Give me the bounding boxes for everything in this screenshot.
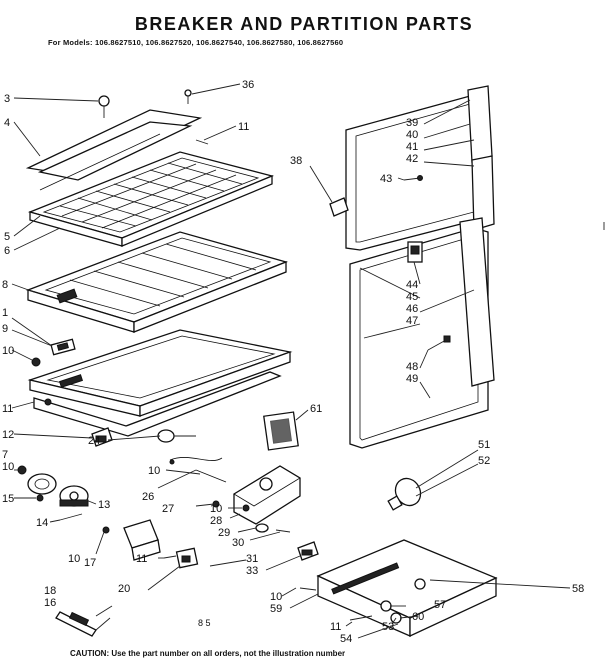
callout-51: 51	[478, 439, 490, 451]
gasket-clip-part	[329, 197, 349, 217]
control-knob-part	[157, 429, 223, 465]
callout-29: 29	[218, 527, 230, 539]
screw-part	[98, 95, 110, 118]
callout-59: 59	[270, 603, 282, 615]
page-mark: 8 5	[198, 618, 211, 628]
callout-49: 49	[406, 373, 418, 385]
callout-47: 47	[406, 315, 418, 327]
callout-44: 44	[406, 279, 418, 291]
clamp-part	[17, 465, 57, 502]
callout-45: 45	[406, 291, 418, 303]
callout-10: 10	[270, 591, 282, 603]
callout-36: 36	[242, 79, 254, 91]
callout-33: 33	[246, 565, 258, 577]
callout-31: 31	[246, 553, 258, 565]
callout-14: 14	[36, 517, 48, 529]
callout-46: 46	[406, 303, 418, 315]
callout-10: 10	[148, 465, 160, 477]
pin-part	[184, 89, 209, 145]
hinge-block-part	[407, 241, 423, 263]
damper-housing-part	[195, 465, 301, 533]
breaker-rail-part	[25, 109, 203, 191]
caution-note: CAUTION: Use the part number on all orde…	[70, 649, 346, 658]
model-list: For Models: 106.8627510, 106.8627520, 10…	[48, 38, 344, 47]
callout-6: 6	[4, 245, 10, 257]
callout-4: 4	[4, 117, 10, 129]
callout-39: 39	[406, 117, 418, 129]
callout-11: 11	[330, 621, 341, 633]
lower-door-gasket-part	[349, 217, 495, 449]
callout-58: 58	[572, 583, 584, 595]
screw-part	[403, 175, 423, 181]
light-shield-part	[263, 411, 299, 451]
connector-block-part	[297, 541, 319, 561]
callout-24: 24	[88, 435, 100, 447]
callout-40: 40	[406, 129, 418, 141]
callout-60: 60	[412, 611, 424, 623]
thermostat-part	[59, 485, 89, 507]
screw-part	[59, 513, 83, 521]
callout-53: 53	[382, 621, 394, 633]
leader-lines	[11, 83, 571, 639]
callout-43: 43	[380, 173, 392, 185]
callout-10: 10	[68, 553, 80, 565]
callout-12: 12	[2, 429, 14, 441]
callout-18: 18	[44, 585, 56, 597]
callout-27: 27	[162, 503, 174, 515]
light-bulb-part	[387, 477, 422, 511]
callout-9: 9	[2, 323, 8, 335]
callout-26: 26	[142, 491, 154, 503]
upper-door-gasket-part	[345, 85, 495, 251]
screw-part	[299, 587, 317, 591]
wire-harness-part	[55, 611, 111, 637]
callout-20: 20	[118, 583, 130, 595]
callout-61: 61	[310, 403, 322, 415]
control-panel-part	[316, 539, 498, 638]
callout-52: 52	[478, 455, 490, 467]
callout-11: 11	[2, 403, 13, 415]
callout-28: 28	[210, 515, 222, 527]
callout-41: 41	[406, 141, 418, 153]
callout-10: 10	[210, 503, 222, 515]
callout-17: 17	[84, 557, 96, 569]
diagram-title: BREAKER AND PARTITION PARTS	[134, 14, 474, 34]
callout-7: 7	[2, 449, 8, 461]
screw-part	[427, 335, 451, 351]
connector-part	[163, 547, 199, 569]
callout-10: 10	[2, 345, 14, 357]
partition-tray-part	[25, 231, 289, 333]
callout-57: 57	[434, 599, 446, 611]
mounting-bracket-part	[102, 519, 161, 561]
callout-38: 38	[290, 155, 302, 167]
callout-10: 10	[2, 461, 14, 473]
callout-13: 13	[98, 499, 110, 511]
grille-frame-part	[27, 151, 275, 247]
callout-30: 30	[232, 537, 244, 549]
callout-54: 54	[340, 633, 352, 645]
bottom-breaker-frame-part	[27, 329, 293, 437]
callout-1: 1	[2, 307, 8, 319]
latch-part	[50, 338, 76, 356]
callout-labels: 3 36 4 11 5 6 38 39 40 41 42 43 8 1 9 10…	[2, 79, 584, 645]
callout-8: 8	[2, 279, 8, 291]
screw-part	[349, 615, 373, 621]
nut-part	[31, 357, 41, 367]
callout-42: 42	[406, 153, 418, 165]
callout-16: 16	[44, 597, 56, 609]
callout-11: 11	[238, 121, 249, 133]
callout-15: 15	[2, 493, 14, 505]
callout-5: 5	[4, 231, 10, 243]
callout-11: 11	[136, 553, 147, 565]
callout-3: 3	[4, 93, 10, 105]
callout-48: 48	[406, 361, 418, 373]
